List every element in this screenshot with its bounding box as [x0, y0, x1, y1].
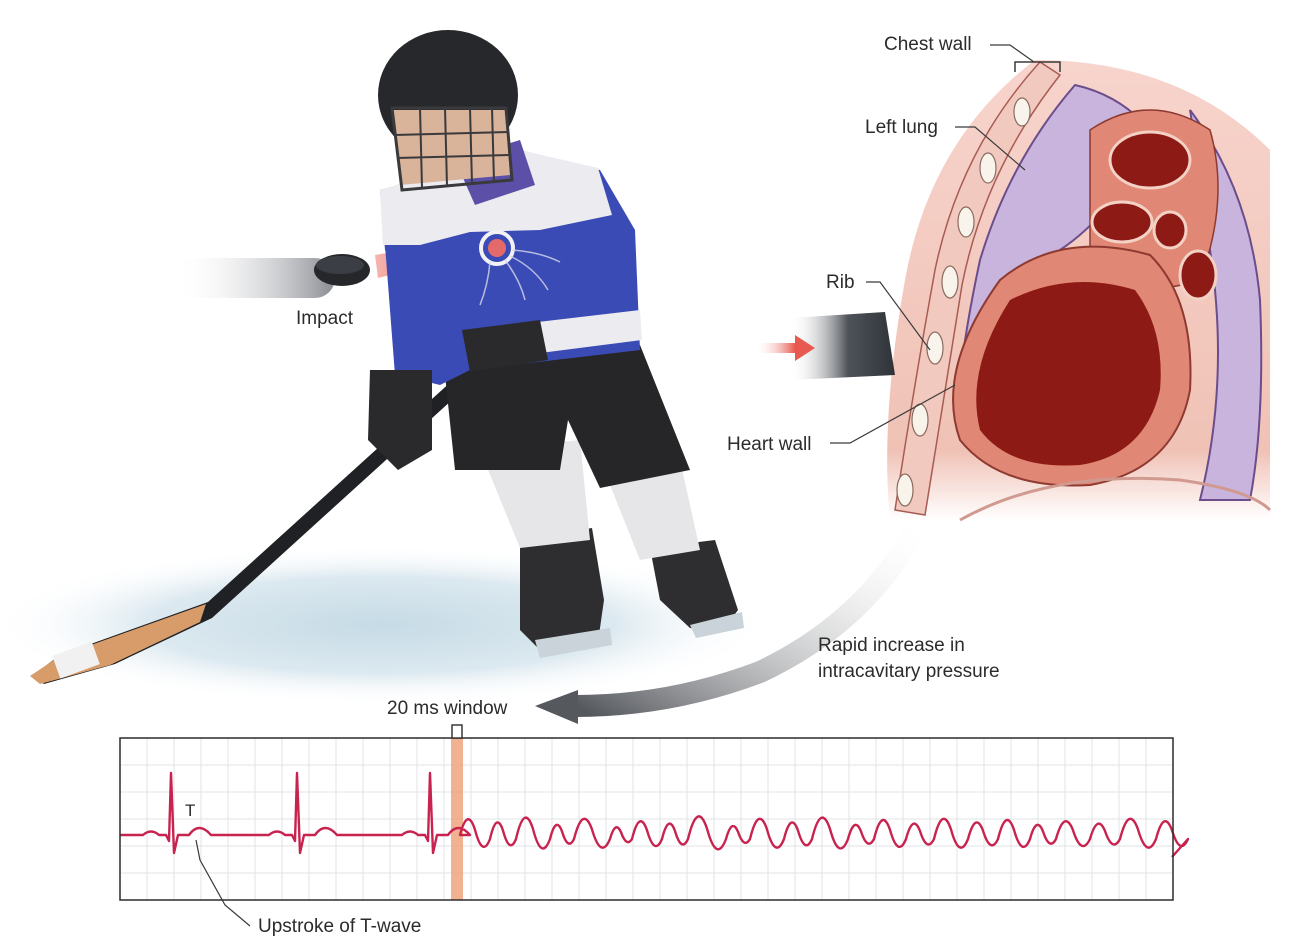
- rib-label: Rib: [826, 272, 855, 293]
- thorax-cross-section: [887, 60, 1270, 520]
- window-marker: [452, 725, 462, 738]
- heart-wall-label: Heart wall: [727, 434, 811, 455]
- t-wave-mark: T: [185, 801, 195, 820]
- pressure-label-line2: intracavitary pressure: [818, 661, 1000, 682]
- ecg-window-band: [451, 738, 463, 900]
- window-label: 20 ms window: [387, 698, 508, 719]
- upstroke-label: Upstroke of T-wave: [258, 916, 421, 937]
- ecg-strip: [120, 738, 1188, 900]
- puck-icon: [175, 254, 370, 298]
- impact-label: Impact: [296, 308, 354, 329]
- left-lung-label: Left lung: [865, 117, 938, 138]
- chest-wall-label: Chest wall: [884, 34, 972, 55]
- pressure-label-line1: Rapid increase in: [818, 635, 965, 656]
